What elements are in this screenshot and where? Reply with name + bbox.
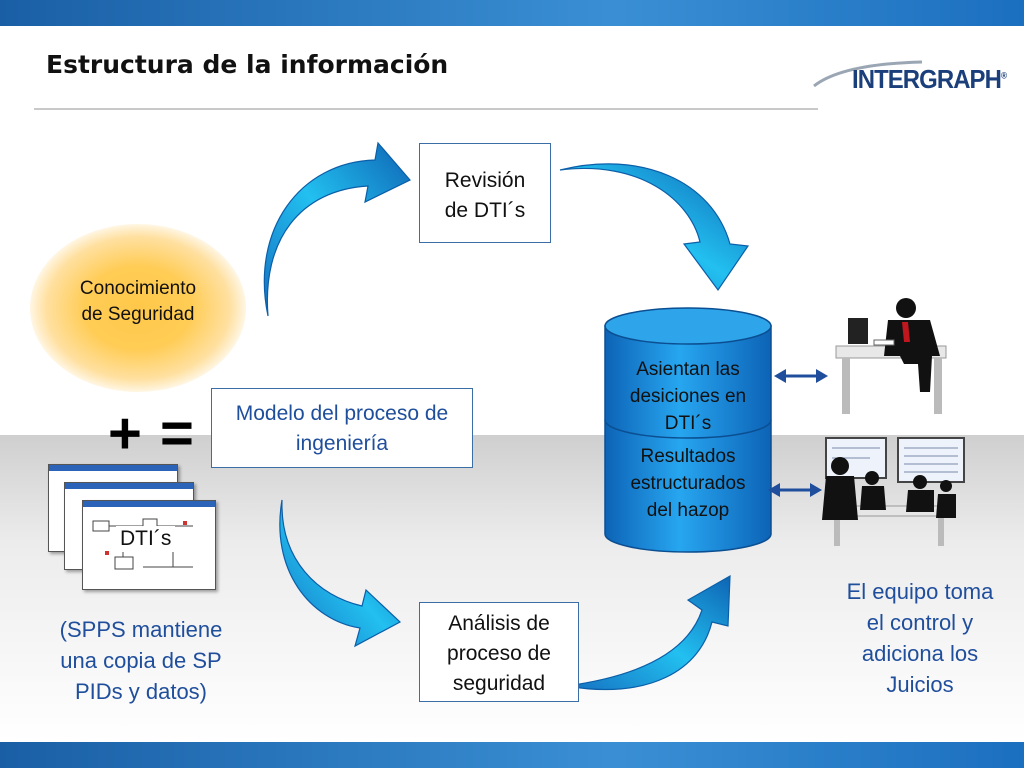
cylinder-bottom-text: Resultados estructurados del hazop	[607, 443, 769, 524]
knowledge-line-1: Conocimiento	[79, 278, 197, 299]
team-note: El equipo toma el control y adiciona los…	[820, 576, 1020, 700]
intergraph-logo: INTERGRAPH®	[812, 58, 1012, 98]
bottom-banner	[0, 742, 1024, 768]
model-line-1: Modelo del proceso de	[235, 402, 449, 425]
spps-note: (SPPS mantiene una copia de SP PIDs y da…	[30, 614, 252, 707]
model-line-2: ingeniería	[295, 432, 389, 455]
cylinder-bottom-line-1: Resultados	[640, 446, 736, 467]
logo-swoosh-icon	[813, 60, 923, 88]
dtis-label: DTI´s	[116, 526, 176, 552]
logo-text: INTERGRAPH	[852, 64, 1002, 94]
title-divider	[34, 108, 818, 110]
page-title: Estructura de la información	[46, 50, 449, 79]
knowledge-line-2: de Seguridad	[81, 304, 195, 325]
knowledge-node: Conocimiento de Seguridad	[56, 276, 220, 328]
top-banner	[0, 0, 1024, 26]
double-arrow-icon	[774, 369, 828, 383]
curved-arrow-icon	[559, 163, 750, 292]
cylinder-top-text: Asientan las desiciones en DTI´s	[607, 356, 769, 437]
team-meeting-icon	[822, 437, 965, 546]
spps-note-line-2: una copia de SP	[60, 648, 222, 673]
analysis-line-2: proceso de	[447, 642, 551, 665]
cylinder-top-line-1: Asientan las	[636, 359, 740, 380]
plus-sign: +	[108, 401, 142, 466]
cylinder-top-line-2: desiciones en	[629, 386, 747, 407]
curved-arrow-icon	[565, 574, 731, 690]
team-note-line-1: El equipo toma	[846, 579, 994, 604]
analysis-box: Análisis de proceso de seguridad	[419, 602, 579, 702]
analysis-line-1: Análisis de	[448, 612, 550, 635]
revision-box: Revisión de DTI´s	[419, 143, 551, 243]
person-at-desk-icon	[835, 298, 947, 414]
knowledge-glow	[30, 224, 246, 392]
cylinder-bottom-line-2: estructurados	[630, 473, 746, 494]
analysis-line-3: seguridad	[452, 672, 546, 695]
team-note-line-3: adiciona los	[861, 641, 979, 666]
revision-line-1: Revisión	[444, 169, 526, 192]
spps-note-line-1: (SPPS mantiene	[59, 617, 223, 642]
spps-note-line-3: PIDs y datos)	[74, 679, 208, 704]
cylinder-bottom-line-3: del hazop	[646, 500, 730, 521]
curved-arrow-icon	[279, 499, 402, 648]
cylinder-top-line-3: DTI´s	[664, 413, 712, 434]
equals-sign: =	[160, 401, 194, 466]
model-box: Modelo del proceso de ingeniería	[211, 388, 473, 468]
logo-registered: ®	[1000, 70, 1007, 81]
double-arrow-icon	[768, 483, 822, 497]
team-note-line-4: Juicios	[886, 672, 954, 697]
team-note-line-2: el control y	[866, 610, 974, 635]
curved-arrow-icon	[263, 141, 411, 317]
revision-line-2: de DTI´s	[444, 199, 526, 222]
database-cylinder	[604, 307, 772, 553]
